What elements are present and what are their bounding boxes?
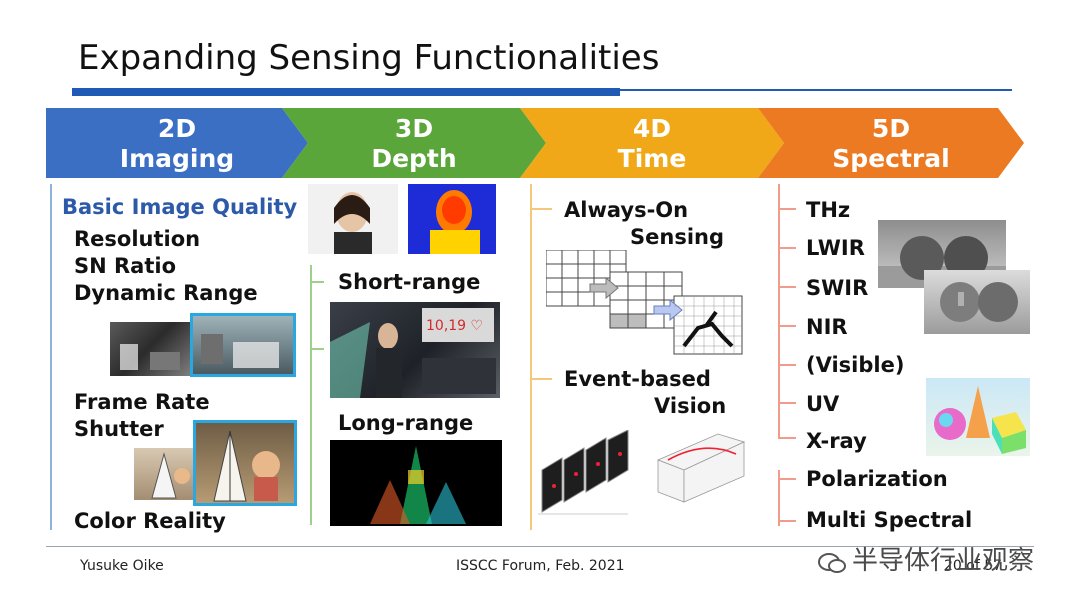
svg-text:10,19 ♡: 10,19 ♡ <box>426 318 483 334</box>
item-shutter: Shutter <box>74 417 164 441</box>
stage-5d-line2: Spectral <box>832 144 950 173</box>
band-tick-5 <box>778 402 796 404</box>
always-on-label-2: Sensing <box>630 225 724 249</box>
always-on-label-1: Always-On <box>564 198 689 222</box>
band-xray: X-ray <box>806 429 867 453</box>
shutter-distorted-image <box>134 448 196 500</box>
mid-tick <box>310 348 324 350</box>
band-tick-0 <box>778 208 796 210</box>
apples-swir-image <box>924 270 1030 334</box>
portrait-photo <box>308 184 398 254</box>
band-tick-1 <box>778 247 796 249</box>
title-underline-thin <box>620 89 1012 91</box>
wechat-watermark: 半导体行业观察 <box>818 540 1034 577</box>
footer-author: Yusuke Oike <box>80 558 164 574</box>
short-range-label: Short-range <box>338 270 481 294</box>
item-sn-ratio: SN Ratio <box>74 254 177 278</box>
shutter-global-image <box>193 420 297 506</box>
stage-2d-line2: Imaging <box>119 144 235 173</box>
always-on-tick <box>530 208 552 210</box>
polarization-shapes-image <box>926 378 1030 456</box>
band-lwir: LWIR <box>806 236 865 260</box>
always-on-grid-diagram <box>546 250 746 358</box>
polarization-label: Polarization <box>806 467 948 491</box>
stage-5d-line1: 5D <box>871 114 911 143</box>
event-tick <box>530 378 552 380</box>
col-5d-bracket-upper <box>778 184 780 438</box>
hdr-bright-image <box>190 313 296 377</box>
wechat-icon <box>818 551 846 573</box>
polarization-tick <box>778 478 796 480</box>
band-tick-4 <box>778 364 796 366</box>
stage-4d-line2: Time <box>617 144 687 173</box>
footer-divider <box>46 546 1034 547</box>
stage-2d-line1: 2D <box>157 114 197 143</box>
footer-event: ISSCC Forum, Feb. 2021 <box>456 558 625 574</box>
stage-4d-line1: 4D <box>632 114 672 143</box>
band-tick-3 <box>778 325 796 327</box>
hdr-dark-image <box>110 322 200 376</box>
watermark-text: 半导体行业观察 <box>852 546 1035 576</box>
multi-spectral-label: Multi Spectral <box>806 508 973 532</box>
col-3d-bracket <box>310 265 312 525</box>
footer-page-number: 20 of 57 <box>944 558 1003 574</box>
item-resolution: Resolution <box>74 227 201 251</box>
event-frames-diagram <box>538 430 634 516</box>
short-range-tick <box>310 281 324 283</box>
col-5d-bracket-lower <box>778 470 780 526</box>
band-tick-2 <box>778 286 796 288</box>
band-visible: (Visible) <box>806 353 905 377</box>
short-range-image: 10,19 ♡ <box>330 302 500 398</box>
band-nir: NIR <box>806 315 848 339</box>
basic-image-quality-heading: Basic Image Quality <box>62 195 298 219</box>
long-range-pointcloud <box>330 440 502 526</box>
band-uv: UV <box>806 392 840 416</box>
item-dynamic-range: Dynamic Range <box>74 281 258 305</box>
band-tick-6 <box>778 437 796 439</box>
stage-3d-line2: Depth <box>371 144 457 173</box>
event-volume-diagram <box>654 430 746 508</box>
depth-map-image <box>408 184 496 254</box>
multi-spectral-tick <box>778 520 796 522</box>
stage-3d-line1: 3D <box>394 114 434 143</box>
item-color-reality: Color Reality <box>74 509 226 533</box>
band-swir: SWIR <box>806 276 869 300</box>
slide-title: Expanding Sensing Functionalities <box>78 38 660 78</box>
col-4d-bracket <box>530 184 532 530</box>
long-range-label: Long-range <box>338 411 474 435</box>
item-frame-rate: Frame Rate <box>74 390 210 414</box>
band-thz: THz <box>806 198 851 222</box>
col-2d-bracket <box>50 184 52 530</box>
event-based-label-2: Vision <box>654 394 727 418</box>
event-based-label-1: Event-based <box>564 367 711 391</box>
title-underline-bar <box>72 88 620 96</box>
